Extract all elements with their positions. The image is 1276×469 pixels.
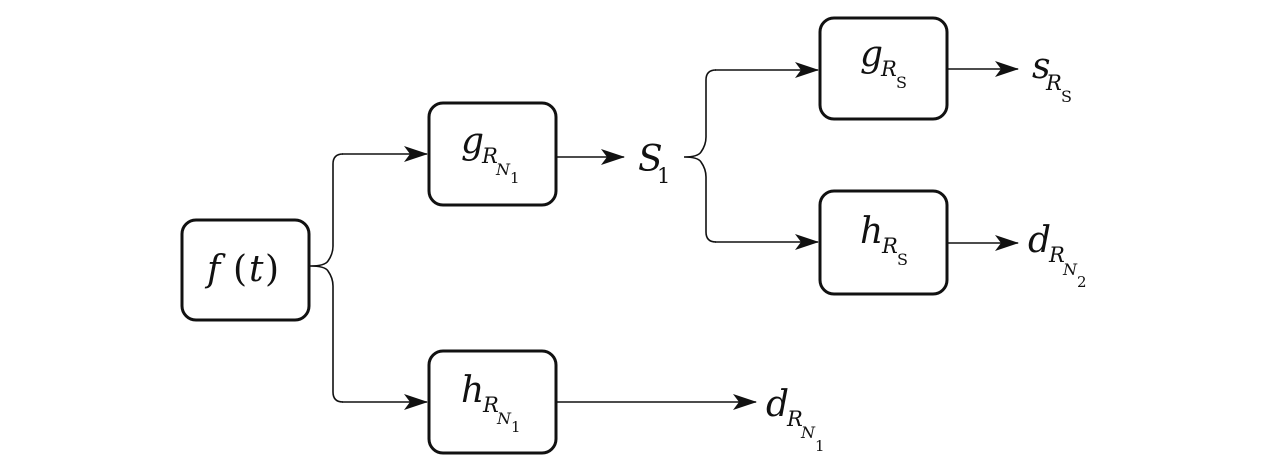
- d-rn1-base: d: [766, 384, 789, 425]
- t-symbol: t: [249, 249, 264, 290]
- d-rn1-sub: R: [786, 407, 803, 431]
- h-rs-subsub: S: [897, 250, 908, 269]
- h-rn1-label: h R N 1: [461, 370, 521, 436]
- g-rs-base: g: [860, 34, 883, 75]
- h-rn1-subsub: N: [496, 409, 512, 428]
- s1-base: S: [638, 139, 663, 180]
- input-label: f ( t ): [204, 249, 279, 290]
- d-rn2-base: d: [1028, 220, 1051, 261]
- g-rs-box: [818, 16, 949, 121]
- g-rn1-base: g: [461, 121, 484, 162]
- h-rs-box: [818, 189, 949, 296]
- g-rn1-subsub: N: [495, 160, 511, 179]
- s1-branch-brace: [683, 69, 717, 243]
- s-rs-label: s R S: [1032, 46, 1072, 106]
- d-rn1-subsubsub: 1: [815, 437, 825, 455]
- d-rn2-label: d R N 2: [1028, 220, 1087, 291]
- g-rn1-label: g R N 1: [461, 121, 520, 187]
- d-rn2-subsub: N: [1062, 260, 1078, 279]
- h-rs-base: h: [860, 211, 883, 252]
- paren-open: (: [233, 249, 247, 290]
- h-rn1-sub: R: [482, 393, 499, 417]
- s-rs-sub: R: [1045, 71, 1062, 95]
- s1-sub: 1: [657, 164, 670, 188]
- g-rn1-box: [427, 101, 558, 207]
- h-rn1-base: h: [461, 370, 484, 411]
- s-rs-subsub: S: [1061, 87, 1072, 106]
- h-rn1-subsubsub: 1: [511, 418, 521, 436]
- d-rn1-label: d R N 1: [766, 384, 825, 455]
- g-rs-label: g R S: [860, 34, 907, 92]
- g-rn1-sub: R: [481, 144, 498, 168]
- h-rn1-box: [427, 349, 558, 455]
- paren-close: ): [265, 249, 279, 290]
- g-rs-sub: R: [880, 57, 897, 81]
- d-rn1-subsub: N: [800, 423, 816, 442]
- s1-label: S 1: [638, 139, 670, 188]
- d-rn2-sub: R: [1048, 243, 1065, 267]
- h-rs-label: h R S: [860, 211, 908, 269]
- g-rs-subsub: S: [896, 73, 907, 92]
- h-rs-sub: R: [881, 234, 898, 258]
- g-rn1-subsubsub: 1: [510, 169, 520, 187]
- input-box: [180, 218, 311, 322]
- d-rn2-subsubsub: 2: [1077, 273, 1087, 291]
- input-branch-brace: [309, 153, 344, 403]
- s-rs-base: s: [1032, 46, 1050, 87]
